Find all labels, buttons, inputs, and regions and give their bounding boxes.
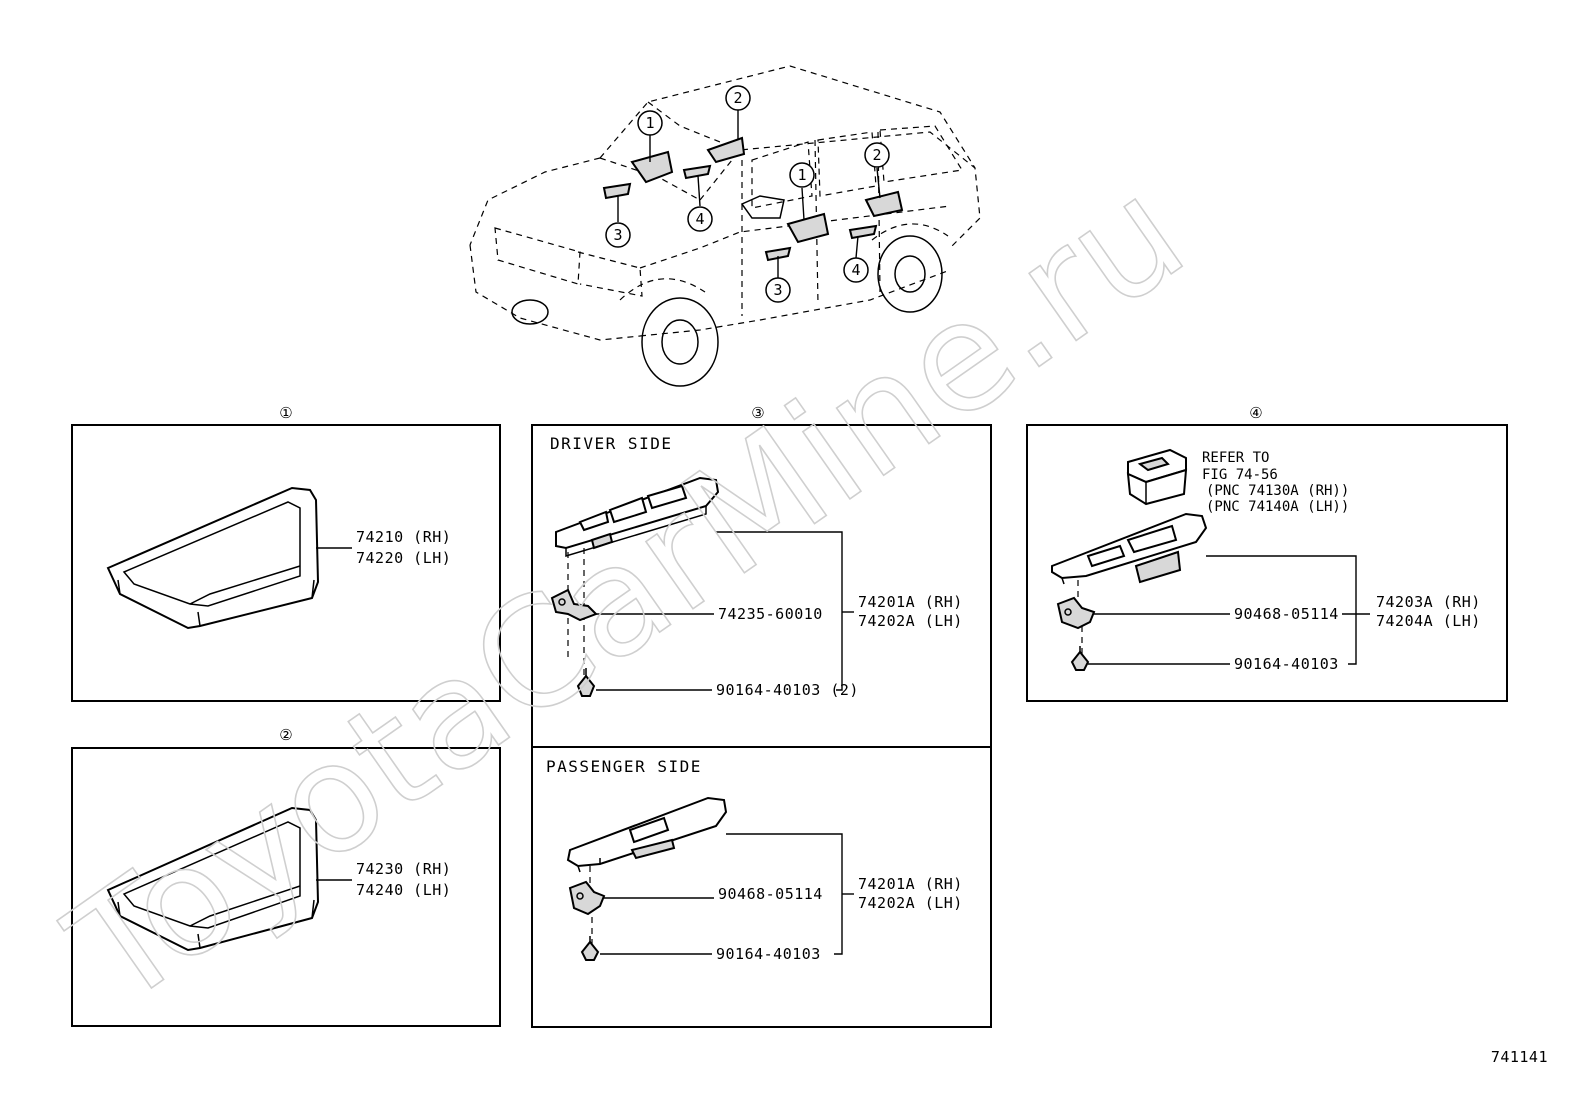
panel-1-callout: ① [279,404,292,422]
driver-side-section: DRIVER SIDE 74235-60 [550,434,963,699]
passenger-assy-lh: 74202A (LH) [858,894,963,912]
panel-2-rear-door-handle-bezel: ② 74230 (RH) 74240 (LH) [71,726,501,1027]
passenger-clip-part: 90468-05114 [718,885,823,903]
svg-text:2: 2 [872,146,881,164]
driver-switch-bezel [555,476,720,558]
inside-handle-bezel-front [106,486,320,630]
car-callout-1-side: 1 [789,162,815,188]
driver-assy-lh: 74202A (LH) [858,612,963,630]
panel-1-front-door-handle-bezel: ① 74210 (RH) 74220 (LH) [71,404,501,702]
svg-text:1: 1 [797,166,806,184]
rear-bezel-clip [1056,596,1096,630]
rear-assy-rh: 74203A (RH) [1376,593,1481,611]
svg-text:4: 4 [695,210,704,228]
car-callout-4-front: 4 [687,206,713,232]
passenger-screw-part: 90164-40103 [716,945,821,963]
car-callout-2-side: 2 [864,142,890,168]
passenger-switch-bezel [566,796,728,873]
driver-screw-part: 90164-40103 (2) [716,681,859,699]
passenger-side-section: PASSENGER SIDE 90468-05114 90164 [546,757,963,963]
panel-3-frame [531,424,992,1028]
refer-to-line-1: REFER TO [1202,450,1269,466]
panel-3-callout: ③ [751,404,764,422]
svg-text:2: 2 [733,89,742,107]
inside-handle-bezel-rear [106,806,320,952]
car-callout-1-front: 1 [637,110,663,136]
panel-1-part-lh: 74220 (LH) [356,549,451,567]
vehicle-overview: 1 2 3 4 1 2 3 4 [469,65,981,387]
panel-2-callout: ② [279,726,292,744]
svg-text:4: 4 [851,261,860,279]
panel-2-part-lh: 74240 (LH) [356,881,451,899]
svg-text:3: 3 [613,226,622,244]
panel-1-frame [71,424,501,702]
refer-to-line-2: FIG 74-56 [1202,467,1278,483]
rear-clip-part: 90468-05114 [1234,605,1339,623]
rear-window-switch [1126,448,1188,506]
car-callout-4-side: 4 [843,257,869,283]
car-callout-3-front: 3 [605,222,631,248]
panel-3-power-window-switch-bezel: ③ DRIVER SIDE [531,404,992,1028]
rear-assy-lh: 74204A (LH) [1376,612,1481,630]
panel-4-frame [1026,424,1508,702]
driver-clip-part: 74235-60010 [718,605,823,623]
panel-4-callout: ④ [1249,404,1262,422]
rear-switch-bezel [1051,512,1208,585]
passenger-bezel-clip [568,880,606,916]
figure-number: 741141 [1491,1048,1548,1066]
panel-2-part-rh: 74230 (RH) [356,860,451,878]
car-callout-2-front: 2 [725,85,751,111]
svg-text:1: 1 [645,114,654,132]
car-callout-3-side: 3 [765,277,791,303]
passenger-bezel-screw [580,936,600,961]
passenger-side-header: PASSENGER SIDE [546,757,702,776]
driver-bezel-screw [576,668,596,697]
driver-assy-rh: 74201A (RH) [858,593,963,611]
refer-to-pnc-lh: (PNC 74140A (LH)) [1206,499,1349,515]
svg-text:3: 3 [773,281,782,299]
passenger-assy-rh: 74201A (RH) [858,875,963,893]
refer-to-pnc-rh: (PNC 74130A (RH)) [1206,483,1349,499]
panel-1-part-rh: 74210 (RH) [356,528,451,546]
driver-side-header: DRIVER SIDE [550,434,672,453]
rear-bezel-screw [1070,646,1090,671]
panel-4-rear-power-window-switch-bezel: ④ REFER TO FIG 74-56 (PNC 74130A (RH)) (… [1026,404,1508,702]
rear-screw-part: 90164-40103 [1234,655,1339,673]
panel-2-frame [71,747,501,1027]
